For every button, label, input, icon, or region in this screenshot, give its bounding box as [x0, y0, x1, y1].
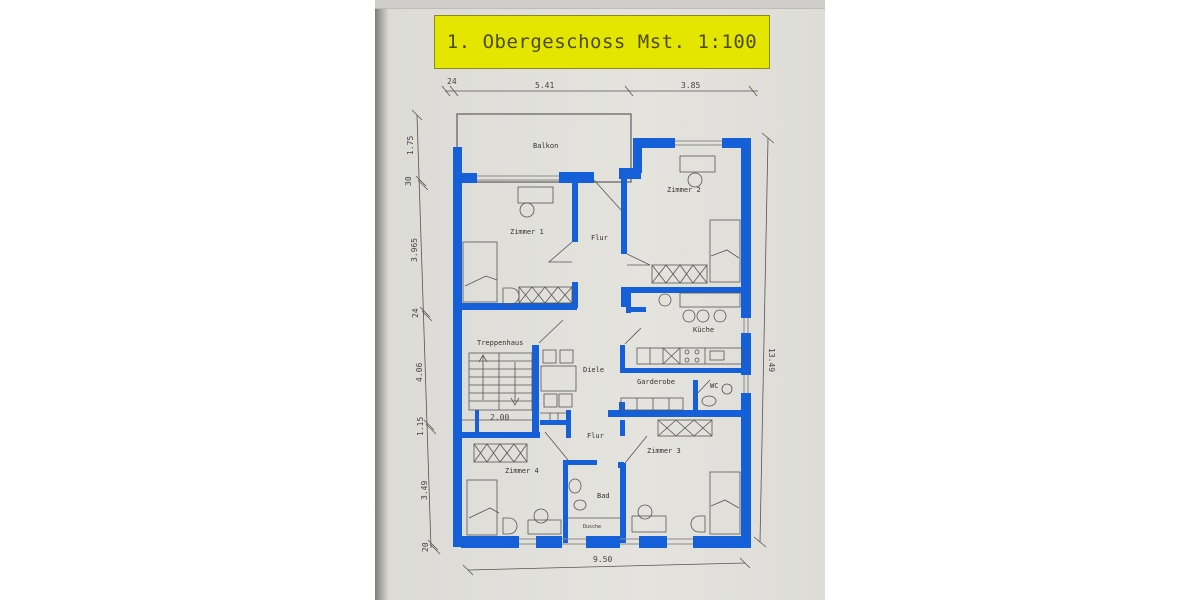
dim-top-24: 24	[447, 77, 457, 86]
dim-left-3965: 3.965	[410, 238, 419, 262]
label-flur-bottom: Flur	[587, 432, 604, 440]
walls	[453, 138, 751, 548]
label-balcony: Balkon	[533, 142, 558, 150]
windows	[477, 140, 749, 545]
monitor-bezel	[375, 0, 825, 9]
dim-left-30: 30	[404, 176, 413, 186]
floor-plan-photo: 1. Obergeschoss Mst. 1:100 2	[375, 0, 825, 600]
stair-width: 2.00	[490, 413, 509, 422]
dim-left-24: 24	[411, 308, 420, 318]
label-wc: WC	[710, 382, 718, 390]
dim-top-385: 3.85	[681, 81, 700, 90]
label-wardrobe: Garderobe	[637, 378, 675, 386]
dim-bottom-950: 9.50	[593, 555, 612, 564]
floor-plan-drawing: 24 5.41 3.85 1.75 30 3.965 24 4.06 1.15 …	[404, 77, 776, 576]
dim-top-541: 5.41	[535, 81, 554, 90]
dimension-lines	[411, 85, 775, 576]
label-room3: Zimmer 3	[647, 447, 681, 455]
label-room1: Zimmer 1	[510, 228, 544, 236]
dim-right-1349: 13.49	[767, 348, 776, 372]
label-room2: Zimmer 2	[667, 186, 701, 194]
fixtures	[461, 155, 744, 536]
dim-left-406: 4.06	[415, 363, 424, 382]
plan-title-box: 1. Obergeschoss Mst. 1:100	[434, 15, 770, 69]
dim-left-115: 1.15	[416, 417, 425, 436]
dim-left-20: 20	[421, 542, 430, 552]
label-diele: Diele	[583, 366, 604, 374]
dim-left-175: 1.75	[406, 136, 415, 155]
label-bath: Bad	[597, 492, 610, 500]
label-shower: Dusche	[583, 524, 601, 530]
label-flur-top: Flur	[591, 234, 608, 242]
plan-title: 1. Obergeschoss Mst. 1:100	[446, 31, 758, 53]
dim-left-349: 3.49	[420, 481, 429, 500]
label-stairwell: Treppenhaus	[477, 339, 523, 347]
label-room4: Zimmer 4	[505, 467, 539, 475]
label-kitchen: Küche	[693, 326, 714, 334]
